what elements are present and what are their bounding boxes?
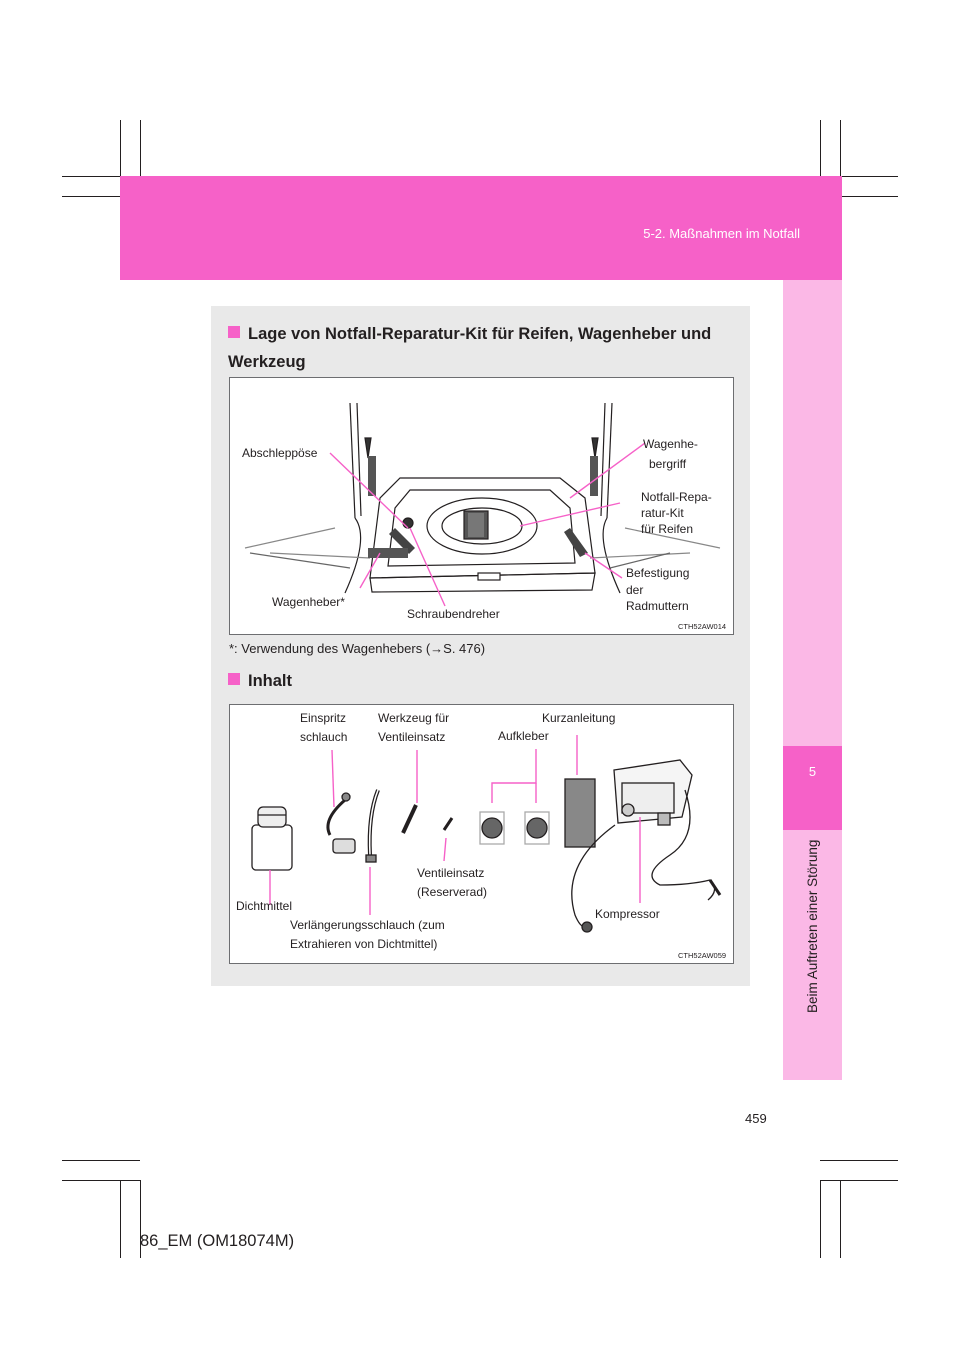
chapter-side-tab [783,280,842,1080]
label-befestigung-3: Radmuttern [626,599,689,613]
chapter-number-box [783,746,842,830]
label-werkzeug-2: Ventileinsatz [378,730,446,744]
crop-mark [840,120,841,198]
page-number: 459 [745,1111,767,1126]
label-verlaengerung-2: Extrahieren von Dichtmittel) [290,937,438,951]
crop-mark [120,1180,121,1258]
crop-mark [820,120,821,198]
label-werkzeug-1: Werkzeug für [378,711,450,725]
section-title: 5-2. Maßnahmen im Notfall [643,226,800,241]
chapter-number: 5 [808,764,817,779]
figure-code: CTH52AW059 [678,951,727,960]
crop-mark [120,120,121,198]
heading-text: Lage von Notfall-Reparatur-Kit für Reife… [228,325,712,371]
label-verlaengerung-1: Verlängerungsschlauch (zum [290,918,445,932]
label-befestigung-1: Befestigung [626,566,690,580]
crop-mark [140,1180,141,1258]
header-band [120,176,842,280]
label-wagenhebergriff-1: Wagenhe- [643,437,698,451]
label-notfall-kit-3: für Reifen [641,522,694,536]
trunk-illustration [244,402,721,607]
crop-mark [62,196,140,197]
label-einspritz-1: Einspritz [300,711,347,725]
label-wagenheber: Wagenheber* [272,595,345,609]
label-kompressor: Kompressor [595,907,660,921]
square-bullet-icon [228,326,240,338]
label-aufkleber: Aufkleber [498,729,549,743]
crop-mark [820,1180,898,1181]
crop-mark [820,196,898,197]
section-heading-location: Lage von Notfall-Reparatur-Kit für Reife… [228,320,738,376]
heading-text: Inhalt [248,672,292,690]
kit-contents-illustration [251,735,722,933]
label-notfall-kit-2: ratur-Kit [641,506,684,520]
label-notfall-kit-1: Notfall-Repa- [641,490,712,504]
crop-mark [140,120,141,198]
crop-mark [820,1160,898,1161]
callout-lines [329,442,646,607]
label-schraubendreher: Schraubendreher [407,607,500,621]
label-ventileinsatz-1: Ventileinsatz [417,866,485,880]
figure-trunk-location: Abschleppöse Wagenhe- bergriff Notfall-R… [229,377,734,635]
chapter-title: Beim Auftreten einer Störung [805,839,820,1013]
section-heading-contents: Inhalt [228,672,292,691]
crop-mark [62,1180,140,1181]
label-abschleppoese: Abschleppöse [242,446,318,460]
label-ventileinsatz-2: (Reserverad) [417,885,488,899]
callout-lines [269,735,641,915]
crop-mark [62,1160,140,1161]
crop-mark [820,1180,821,1258]
label-dichtmittel: Dichtmittel [236,899,293,913]
crop-mark [820,176,898,177]
document-code: 86_EM (OM18074M) [140,1232,295,1250]
square-bullet-icon [228,673,240,685]
crop-mark [840,1180,841,1258]
label-kurzanleitung: Kurzanleitung [542,711,616,725]
crop-mark [62,176,140,177]
figure-code: CTH52AW014 [678,622,727,631]
label-befestigung-2: der [626,583,644,597]
chapter-title-vertical: Beim Auftreten einer Störung [769,840,820,1013]
label-wagenhebergriff-2: bergriff [649,457,687,471]
figure-kit-contents: Einspritz schlauch Werkzeug für Ventilei… [229,704,734,964]
footnote: *: Verwendung des Wagenhebers (→S. 476) [229,641,486,656]
label-einspritz-2: schlauch [300,730,348,744]
